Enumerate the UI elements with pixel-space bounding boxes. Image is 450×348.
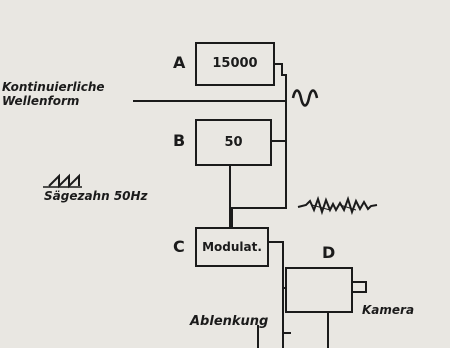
continuous-waveform-line1: Kontinuierliche <box>2 80 105 94</box>
sine-wave-icon <box>291 89 319 107</box>
continuous-waveform-label: Kontinuierliche Wellenform <box>2 80 105 108</box>
block-b-letter: B <box>173 131 186 150</box>
camera-lens-icon <box>351 281 367 293</box>
block-a-letter: A <box>173 53 186 72</box>
block-b-box <box>195 119 272 166</box>
block-b-value: 50 <box>224 135 243 150</box>
block-c-value: Modulat. <box>202 240 262 254</box>
modulator-output-line <box>267 241 284 348</box>
sawtooth-wave-icon <box>48 173 80 189</box>
block-d-box <box>285 267 353 313</box>
deflection-label: Ablenkung <box>190 314 269 329</box>
block-a-value: 15000 <box>212 56 258 71</box>
block-c-letter: C <box>173 237 185 256</box>
a-output-line <box>273 63 287 76</box>
block-d-letter: D <box>322 243 336 262</box>
bus-to-modulator-line <box>231 207 287 229</box>
continuous-waveform-line2: Wellenform <box>2 94 80 108</box>
modulated-wave-icon <box>297 195 378 216</box>
camera-label: Kamera <box>362 303 415 317</box>
sawtooth-label: Sägezahn 50Hz <box>44 189 148 203</box>
